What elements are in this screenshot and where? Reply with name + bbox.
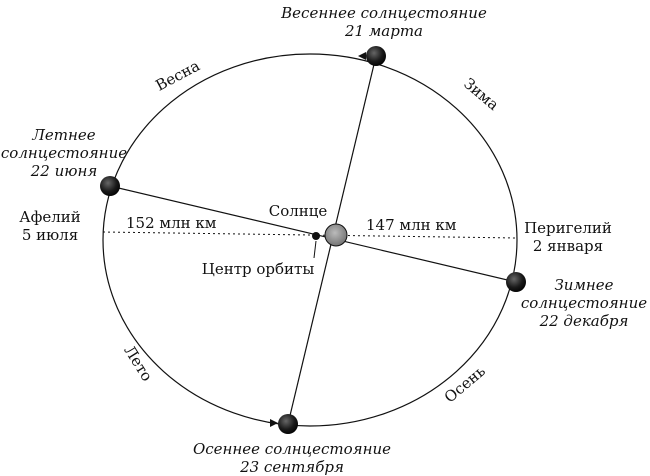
label-winter-solstice-1: Зимнее bbox=[554, 276, 613, 294]
sun bbox=[324, 223, 348, 247]
label-orbit-center: Центр орбиты bbox=[202, 260, 315, 278]
apsidal-line bbox=[102, 231, 518, 239]
earth-summer bbox=[100, 176, 120, 196]
orbit-arrow-bottom bbox=[270, 419, 278, 427]
label-winter-solstice-3: 22 декабря bbox=[539, 312, 629, 330]
label-spring-equinox-2: 21 марта bbox=[344, 22, 423, 40]
label-spring-equinox-1: Весеннее солнцестояние bbox=[280, 4, 487, 22]
label-sun: Солнце bbox=[269, 202, 328, 220]
label-aphelion-1: Афелий bbox=[19, 208, 81, 226]
label-autumn-equinox-2: 23 сентября bbox=[239, 458, 344, 476]
orbit-center-pointer bbox=[313, 240, 317, 259]
label-autumn-equinox-1: Осеннее солнцестояние bbox=[193, 440, 391, 458]
orbit-center-dot bbox=[312, 232, 320, 240]
label-summer-solstice-3: 22 июня bbox=[30, 162, 98, 180]
earth-autumn bbox=[278, 414, 298, 434]
label-perihelion-1: Перигелий bbox=[524, 219, 612, 237]
label-summer-solstice-2: солнцестояние bbox=[1, 144, 127, 162]
earth-spring bbox=[366, 46, 386, 66]
label-winter-solstice-2: солнцестояние bbox=[521, 294, 647, 312]
label-dist-perihelion: 147 млн км bbox=[366, 216, 457, 234]
earth-winter bbox=[506, 272, 526, 292]
label-dist-aphelion: 152 млн км bbox=[126, 214, 217, 232]
season-winter: Зима bbox=[460, 74, 502, 114]
orbit-ellipse bbox=[102, 53, 518, 427]
season-summer: Лето bbox=[120, 342, 156, 384]
label-perihelion-2: 2 января bbox=[533, 237, 603, 255]
label-summer-solstice-1: Летнее bbox=[31, 126, 95, 144]
orbit-arrow-top bbox=[358, 52, 366, 60]
label-aphelion-2: 5 июля bbox=[22, 226, 78, 244]
season-spring: Весна bbox=[153, 57, 203, 95]
season-autumn: Осень bbox=[441, 362, 489, 406]
